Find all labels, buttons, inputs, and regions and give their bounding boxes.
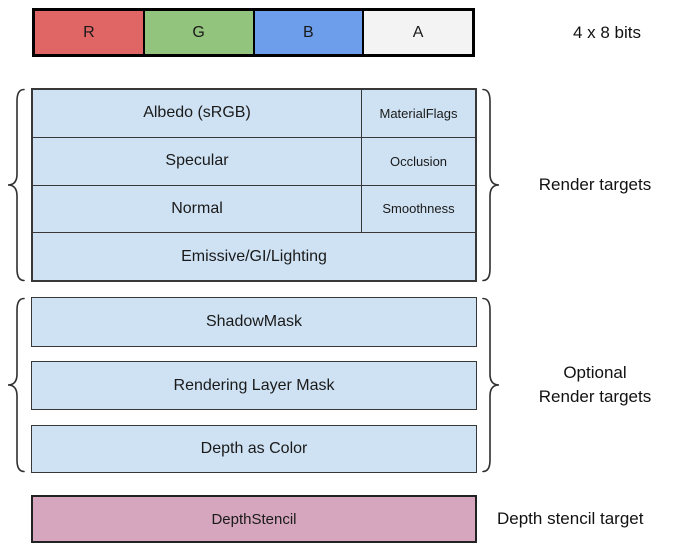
bit-cell-green: G (144, 11, 255, 54)
table-row-albedo: Albedo (sRGB) MaterialFlags (33, 90, 475, 138)
bit-cell-green-label: G (192, 23, 205, 41)
cell-albedo: Albedo (sRGB) (143, 104, 251, 122)
table-row-emissive: Emissive/GI/Lighting (33, 233, 475, 280)
bit-cell-blue-label: B (303, 23, 314, 41)
optional-render-targets-label: Optional Render targets (505, 297, 685, 473)
left-brace-render-targets (7, 88, 25, 282)
bit-cell-blue: B (254, 11, 365, 54)
bit-cell-alpha-label: A (412, 23, 424, 41)
table-row-specular: Specular Occlusion (33, 137, 475, 186)
cell-occlusion: Occlusion (361, 137, 475, 185)
box-shadowmask: ShadowMask (31, 297, 477, 347)
optional-label-line1: Optional (563, 363, 627, 382)
table-row-normal: Normal Smoothness (33, 185, 475, 234)
right-brace-render-targets (482, 88, 500, 282)
cell-smoothness: Smoothness (361, 185, 475, 233)
right-brace-optional-targets (482, 297, 500, 473)
box-rendering-layer-mask: Rendering Layer Mask (31, 361, 477, 410)
cell-specular: Specular (165, 152, 229, 170)
bit-cell-red-label: R (83, 23, 95, 41)
cell-materialflags: MaterialFlags (361, 90, 475, 137)
render-targets-table: Albedo (sRGB) MaterialFlags Specular Occ… (31, 88, 477, 282)
bit-cell-alpha: A (364, 11, 472, 54)
depth-stencil-label: Depth stencil target (497, 509, 644, 528)
optional-label-line2: Render targets (538, 387, 652, 406)
left-brace-optional-targets (7, 297, 25, 473)
cell-emissive: Emissive/GI/Lighting (181, 247, 327, 265)
box-depthstencil: DepthStencil (31, 495, 477, 543)
render-targets-label: Render targets (538, 175, 652, 194)
bit-cell-red: R (35, 11, 145, 54)
cell-normal: Normal (171, 199, 223, 217)
bits-row: R G B A (32, 8, 475, 57)
bits-caption: 4 x 8 bits (572, 22, 642, 42)
box-depth-as-color: Depth as Color (31, 425, 477, 473)
